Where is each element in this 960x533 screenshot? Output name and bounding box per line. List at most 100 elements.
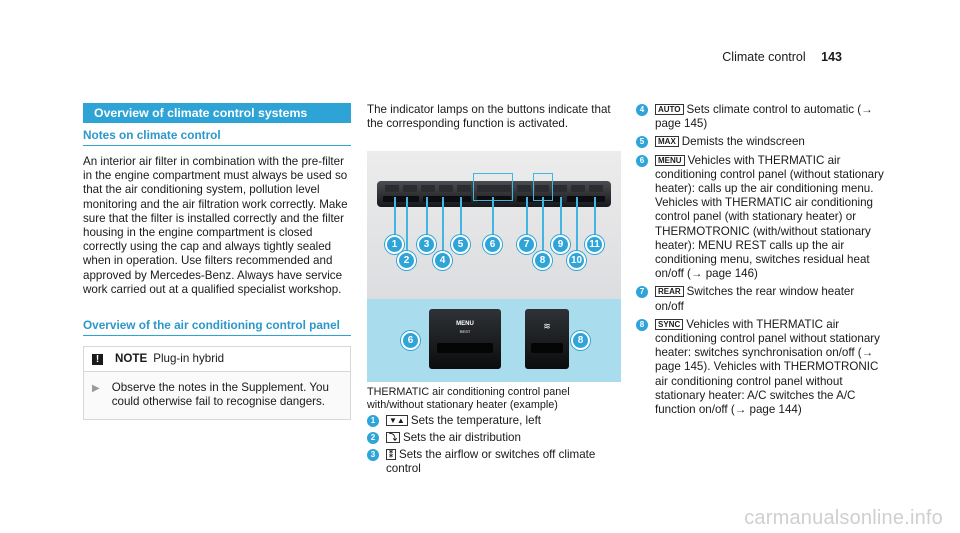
section-title: Overview of climate control systems	[83, 103, 351, 123]
item-number: 2	[367, 432, 379, 445]
callout-line	[560, 197, 562, 244]
item-number: 4	[636, 104, 648, 116]
callout-line	[460, 197, 462, 244]
menu-icon: MENU	[655, 154, 685, 166]
item-number: 6	[636, 154, 648, 167]
temperature-icon: ▼▲	[386, 414, 408, 426]
page-header: Climate control 143	[722, 50, 842, 64]
arrow-right-icon: ▶	[92, 383, 100, 395]
air-distribution-icon: ⤵	[386, 432, 400, 444]
callout-6: 6	[483, 235, 502, 255]
panel-button	[535, 185, 549, 193]
figure-top-area: 1 2 3 4 5 6 7 8 9 10 11	[367, 151, 621, 300]
callout-4: 4	[433, 251, 452, 271]
item-text: Sets climate control to automatic (→ pag…	[655, 103, 873, 131]
panel-button	[589, 185, 603, 193]
item-number: 3	[367, 449, 379, 462]
panel-rocker	[477, 196, 511, 203]
airflow-icon: ⁑	[386, 449, 396, 461]
callout-line	[492, 197, 494, 244]
callout-zoom-8: 8	[571, 331, 590, 351]
panel-button	[553, 185, 567, 193]
callout-11: 11	[585, 235, 604, 255]
watermark: carmanualsonline.info	[744, 507, 943, 529]
rear-window-heater-icon: REAR	[655, 286, 684, 298]
item-text: Sets the temperature, left	[410, 413, 542, 427]
item-text: Switches the rear window heater on/off	[655, 285, 855, 313]
notes-paragraph: An interior air filter in combination wi…	[83, 155, 348, 296]
list-item: 2 ⤵Sets the air distribution	[367, 431, 621, 445]
item-text: Demists the windscreen	[681, 135, 805, 149]
item-number: 8	[636, 318, 648, 331]
callout-9: 9	[551, 235, 570, 255]
column-left: Overview of climate control systems Note…	[83, 103, 351, 420]
sync-icon: SYNC	[655, 318, 684, 330]
item-text: Vehicles with THERMATIC air conditioning…	[655, 153, 884, 281]
panel-rocker	[517, 196, 561, 203]
list-item: 1 ▼▲Sets the temperature, left	[367, 414, 621, 428]
panel-button	[517, 185, 531, 193]
note-box: ! NOTE Plug-in hybrid ▶ Observe the note…	[83, 346, 351, 420]
notes-heading: Notes on climate control	[83, 128, 351, 146]
callout-line	[442, 197, 444, 260]
control-panel-strip	[377, 181, 611, 208]
overview-heading: Overview of the air conditioning control…	[83, 318, 351, 337]
callout-7: 7	[517, 235, 536, 255]
panel-rocker	[567, 196, 605, 203]
panel-button	[439, 185, 453, 193]
zoom-rear-button: ≋	[525, 309, 569, 370]
rear-window-heater-icon: ≋	[543, 321, 551, 332]
control-panel-figure: 1 2 3 4 5 6 7 8 9 10 11 MENU REST ≋ 6 8	[367, 151, 621, 383]
note-label: NOTE	[115, 352, 148, 366]
note-title: Plug-in hybrid	[153, 352, 225, 366]
panel-button	[571, 185, 585, 193]
callout-2: 2	[397, 251, 416, 271]
header-title: Climate control	[722, 50, 806, 64]
note-text: Observe the notes in the Supplement. You…	[111, 381, 329, 409]
callout-3: 3	[417, 235, 436, 255]
callout-line	[594, 197, 596, 244]
callout-line	[394, 197, 396, 244]
callout-zoom-6: 6	[401, 331, 420, 351]
callout-line	[542, 197, 544, 260]
zoom-button-bar	[531, 343, 563, 354]
list-item: 3 ⁑Sets the airflow or switches off clim…	[367, 448, 621, 476]
callout-line	[406, 197, 408, 260]
item-number: 5	[636, 136, 648, 149]
item-number: 1	[367, 414, 379, 427]
callout-line	[526, 197, 528, 244]
callout-1: 1	[385, 235, 404, 255]
callout-8: 8	[533, 251, 552, 271]
auto-icon: AUTO	[655, 104, 684, 115]
zoom-rest-label: REST	[459, 329, 471, 335]
note-header: ! NOTE Plug-in hybrid	[84, 347, 350, 373]
demist-icon: MAX	[655, 136, 679, 148]
figure-zoom-area: MENU REST ≋ 6 8	[367, 299, 621, 383]
panel-button	[421, 185, 435, 193]
column-middle: The indicator lamps on the buttons indic…	[367, 103, 621, 477]
zoom-menu-button: MENU REST	[429, 309, 501, 370]
panel-button	[403, 185, 417, 193]
callout-line	[576, 197, 578, 260]
page-number: 143	[821, 50, 842, 64]
figure-caption: THERMATIC air conditioning control panel…	[367, 386, 570, 411]
item-text: Vehicles with THERMATIC air conditioning…	[655, 317, 880, 417]
item-text: Sets the airflow or switches off climate…	[386, 448, 596, 476]
panel-button	[477, 185, 511, 193]
panel-button	[385, 185, 399, 193]
note-body: ▶ Observe the notes in the Supplement. Y…	[84, 372, 350, 419]
panel-button	[457, 185, 471, 193]
callout-5: 5	[451, 235, 470, 255]
panel-rocker	[423, 196, 471, 203]
warning-icon: !	[92, 353, 103, 365]
item-number: 7	[636, 286, 648, 299]
zoom-button-bar	[437, 343, 493, 354]
panel-rocker	[383, 196, 419, 203]
zoom-menu-label: MENU	[456, 321, 474, 328]
